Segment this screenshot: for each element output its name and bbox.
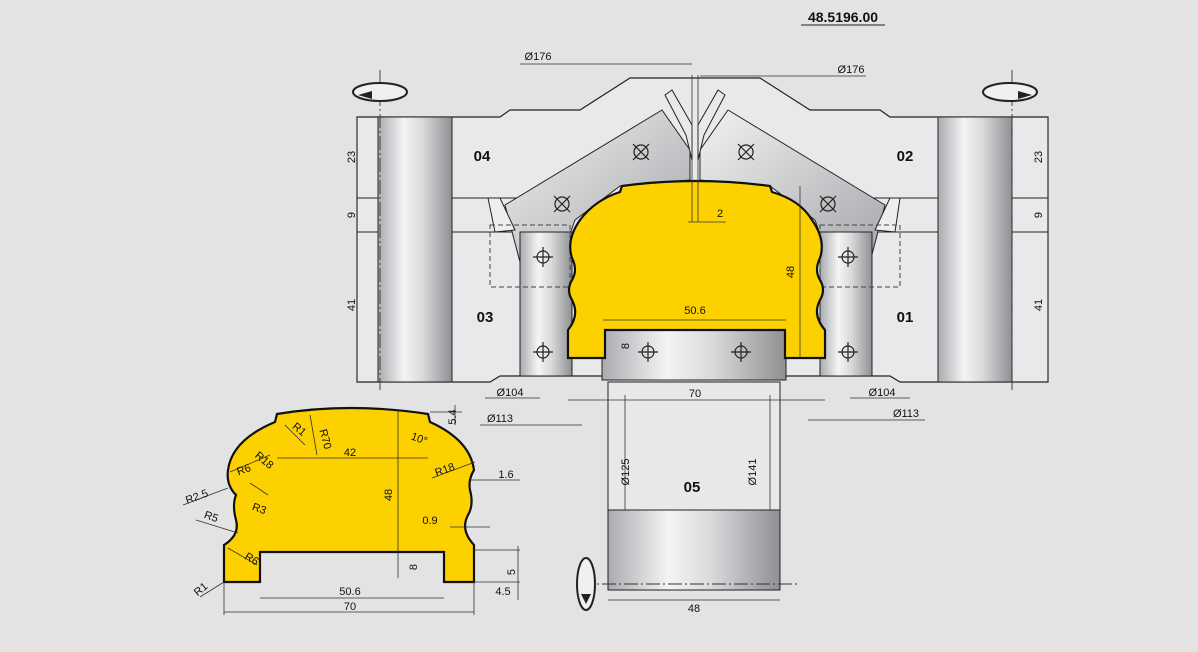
dim-d176-left: Ø176 [525,51,552,63]
dim-d104-right: Ø104 [869,387,896,399]
rotation-ccw-icon-left [352,82,408,102]
dim-r5: R5 [202,509,219,525]
spindle-right [937,116,1013,383]
cutter-05-knife [601,329,787,381]
clamp-left [487,197,516,233]
dim-profile-groove-depth: 8 [408,564,420,570]
cutter-05-spindle [607,509,781,591]
dim-d125: Ø125 [620,459,632,486]
dim-bottom-width: 48 [688,603,700,615]
cutter-05-body [607,381,781,513]
tool-label-02: 02 [897,148,914,165]
cutter-03-insert [519,231,573,377]
dim-side: 4.5 [495,586,510,598]
tool-label-03: 03 [477,309,494,326]
dim-left-23: 23 [346,151,358,163]
dim-right-9: 9 [1033,212,1045,218]
dim-r70: R70 [316,428,333,451]
dim-groove-width: 50.6 [684,305,705,317]
dim-d104-left: Ø104 [497,387,524,399]
clamp-right [874,197,901,233]
workpiece-profile-assembly [566,179,827,360]
dim-profile-height: 48 [383,489,395,501]
dim-right-23: 23 [1033,151,1045,163]
dimension-lines-profile [182,405,520,615]
rotation-icon-bottom [576,557,596,611]
dim-angle: 10° [409,431,429,448]
dimension-lines-upper [356,63,1049,601]
dim-gap: 2 [717,208,723,220]
dim-r3: R3 [250,501,267,517]
tool-label-05: 05 [684,479,701,496]
hidden-outline-left [489,224,571,288]
dim-d176-right: Ø176 [838,64,865,76]
screw-symbols [533,143,858,362]
tool-label-04: 04 [474,148,491,165]
rotation-cw-icon-right [982,82,1038,102]
dim-r6-upper: R6 [235,462,252,478]
dim-profile-width: 70 [344,601,356,613]
dim-d141: Ø141 [747,459,759,486]
dim-groove-depth: 8 [620,343,632,349]
dim-d113-left: Ø113 [487,413,513,425]
spindle-left [377,116,453,383]
dim-top-width: 42 [344,447,356,459]
dim-d113-right: Ø113 [893,408,919,420]
dim-right-41: 41 [1033,299,1045,311]
dim-profile-groove-width: 50.6 [339,586,360,598]
dim-r1-bottom: R1 [192,581,210,599]
workpiece-profile-detail [222,406,476,584]
dim-height-48: 48 [785,266,797,278]
drawing-number: 48.5196.00 [808,9,878,25]
dim-left-41: 41 [346,299,358,311]
dim-0-9: 0.9 [422,515,437,527]
dim-top-height: 5.4 [447,409,459,424]
dim-foot: 5 [506,569,518,575]
dim-width-70: 70 [689,388,701,400]
dim-1-6: 1.6 [498,469,513,481]
cutter-01-insert [819,231,873,377]
dim-left-9: 9 [346,212,358,218]
dim-r2-5: R2.5 [184,488,210,507]
tool-label-01: 01 [897,309,914,326]
